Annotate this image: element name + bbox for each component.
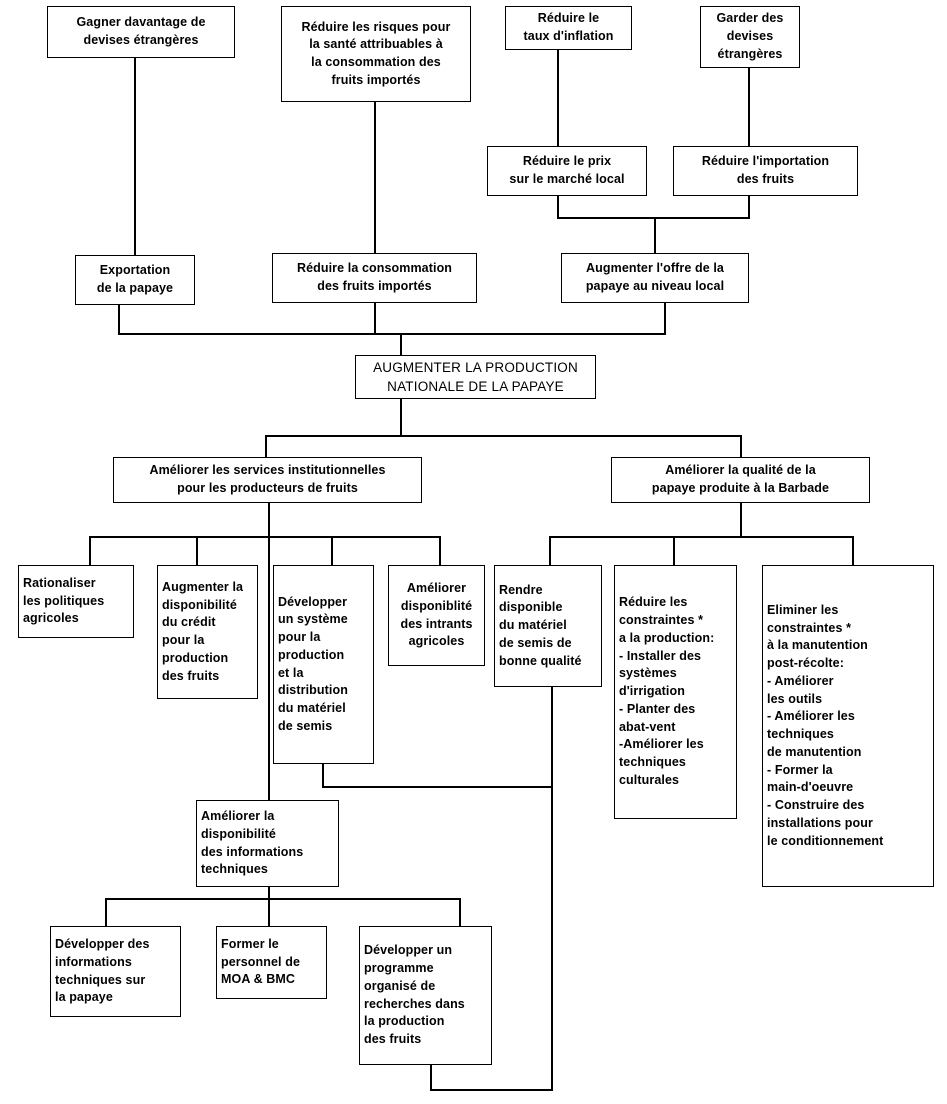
connector-augmenter-offre-down <box>664 303 666 335</box>
node-reduire-importation: Réduire l'importation des fruits <box>673 146 858 196</box>
connector-services-spine <box>268 536 271 800</box>
connector-risques-to-consommation <box>374 102 376 253</box>
connector-services-split-bar <box>89 536 440 538</box>
connector-bar-to-augmenter-offre <box>654 217 656 253</box>
node-eliminer-contraintes-manutention: Eliminer les constraintes * à la manuten… <box>762 565 934 887</box>
node-reduire-consommation: Réduire la consommation des fruits impor… <box>272 253 477 303</box>
connector-prix-down <box>557 196 559 218</box>
node-garder-devises: Garder des devises étrangères <box>700 6 800 68</box>
connector-bar-to-goal <box>400 333 402 355</box>
connector-qualite-down <box>740 503 742 537</box>
connector-to-qualite-papaye <box>740 435 742 457</box>
node-developper-systeme-semis: Développer un système pour la production… <box>273 565 374 764</box>
connector-garder-to-importation <box>748 68 750 146</box>
connector-consommation-down <box>374 303 376 335</box>
connector-infos-to-developper-programme <box>459 898 461 926</box>
connector-prix-importation-bar <box>557 217 750 219</box>
connector-bottom-bar <box>430 1089 553 1091</box>
connector-rendre-disponible-spine <box>551 687 554 1091</box>
connector-gagner-to-exportation <box>134 58 136 255</box>
node-ameliorer-intrants: Améliorer disponiblité des intrants agri… <box>388 565 485 666</box>
connector-programme-down <box>430 1065 432 1091</box>
node-qualite-papaye: Améliorer la qualité de la papaye produi… <box>611 457 870 503</box>
connector-services-to-credit <box>196 536 198 565</box>
connector-to-services-institutionnels <box>265 435 267 457</box>
connector-infos-split-bar <box>105 898 460 900</box>
connector-qualite-to-eliminer-contraintes <box>852 536 854 565</box>
node-developper-infos-papaye: Développer des informations techniques s… <box>50 926 181 1017</box>
node-reduire-inflation: Réduire le taux d'inflation <box>505 6 632 50</box>
connector-inflation-to-prix <box>557 50 559 146</box>
connector-row3-collector-bar <box>118 333 666 335</box>
node-developper-programme-recherches: Développer un programme organisé de rech… <box>359 926 492 1065</box>
node-gagner-devises: Gagner davantage de devises étrangères <box>47 6 235 58</box>
connector-qualite-to-rendre <box>549 536 551 565</box>
node-former-personnel: Former le personnel de MOA & BMC <box>216 926 327 999</box>
connector-services-to-intrants <box>439 536 441 565</box>
node-ameliorer-infos-techniques: Améliorer la disponibilité des informati… <box>196 800 339 887</box>
node-reduire-contraintes-production: Réduire les constraintes * a la producti… <box>614 565 737 819</box>
connector-systeme-down <box>322 764 324 788</box>
connector-qualite-to-reduire-contraintes <box>673 536 675 565</box>
node-rendre-disponible-materiel: Rendre disponible du matériel de semis d… <box>494 565 602 687</box>
connector-exportation-down <box>118 305 120 335</box>
connector-importation-down <box>748 196 750 218</box>
connector-goal-split-bar <box>265 435 741 437</box>
node-services-institutionnels: Améliorer les services institutionnelles… <box>113 457 422 503</box>
connector-systeme-right-bar <box>322 786 552 788</box>
connector-services-down <box>268 503 270 537</box>
node-goal-augmenter-production: AUGMENTER LA PRODUCTION NATIONALE DE LA … <box>355 355 596 399</box>
connector-services-to-rationaliser <box>89 536 91 565</box>
node-rationaliser-politiques: Rationaliser les politiques agricoles <box>18 565 134 638</box>
connector-services-to-developper-systeme <box>331 536 333 565</box>
connector-infos-to-developper-infos <box>105 898 107 926</box>
node-exportation: Exportation de la papaye <box>75 255 195 305</box>
node-reduire-risques: Réduire les risques pour la santé attrib… <box>281 6 471 102</box>
node-augmenter-credit: Augmenter la disponibilité du crédit pou… <box>157 565 258 699</box>
node-reduire-prix: Réduire le prix sur le marché local <box>487 146 647 196</box>
connector-qualite-split-bar <box>549 536 854 538</box>
node-augmenter-offre: Augmenter l'offre de la papaye au niveau… <box>561 253 749 303</box>
connector-infos-to-former-personnel <box>268 898 270 926</box>
connector-goal-down <box>400 399 402 436</box>
